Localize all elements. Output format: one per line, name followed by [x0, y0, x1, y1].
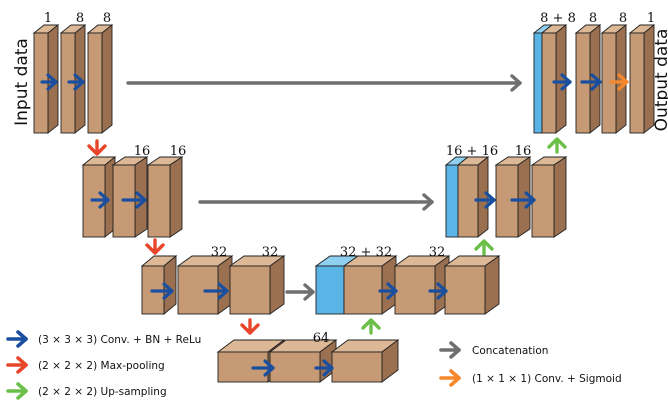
- conv-arrow: [150, 282, 174, 300]
- channel-label: 1: [44, 11, 52, 26]
- enc2-block-1: [81, 156, 117, 238]
- conv-arrow: [552, 73, 572, 91]
- up-arrow: [474, 239, 494, 256]
- dec2-concat-block: [444, 156, 490, 238]
- up-arrow: [361, 318, 381, 335]
- conv-arrow: [67, 73, 85, 91]
- legend-concat: Concatenation: [472, 345, 548, 357]
- channel-label: 8: [76, 11, 84, 26]
- pool-arrow: [240, 318, 260, 335]
- channel-label: 32: [262, 245, 279, 260]
- enc3-block-2: [176, 255, 234, 315]
- input-label: Input data: [12, 38, 32, 126]
- conv-arrow: [314, 359, 334, 377]
- pool-arrow: [145, 238, 165, 255]
- channel-label: 16: [134, 144, 151, 159]
- channel-label: 32 + 32: [340, 245, 392, 260]
- concat-arrow: [126, 74, 522, 92]
- dec1-block-3: [600, 24, 628, 134]
- final-arrow: [609, 73, 629, 91]
- dec2-block-3: [530, 156, 568, 238]
- channel-label: 8: [103, 11, 111, 26]
- dec3-block-3: [443, 255, 501, 315]
- dec3-concat-block: [314, 255, 398, 315]
- legend-conv: (3 × 3 × 3) Conv. + BN + ReLu: [38, 334, 201, 346]
- channel-label: 32: [211, 245, 228, 260]
- channel-label: 8: [619, 11, 627, 26]
- conv-arrow-icon: [6, 330, 28, 348]
- bott-block-3: [330, 339, 400, 383]
- channel-label: 64: [313, 331, 330, 346]
- bott-block-2: [268, 339, 338, 383]
- conv-arrow: [90, 191, 110, 209]
- dec1-block-4: [628, 24, 656, 134]
- pool-arrow: [87, 139, 107, 156]
- pool-arrow-icon: [6, 356, 28, 374]
- up-arrow: [547, 137, 567, 154]
- enc2-block-3: [146, 156, 184, 238]
- enc3-block-3: [228, 255, 286, 315]
- output-label: Output data: [652, 29, 668, 132]
- channel-label: 16 + 16: [446, 144, 498, 159]
- enc3-block-1: [140, 255, 178, 315]
- enc1-block-3: [86, 24, 114, 134]
- concat-arrow-icon: [439, 341, 461, 359]
- conv-arrow: [251, 359, 275, 377]
- channel-label: 16: [170, 144, 187, 159]
- dec1-concat-block: [532, 24, 568, 134]
- concat-arrow: [285, 283, 315, 301]
- channel-label: 8 + 8: [540, 11, 576, 26]
- final-arrow-icon: [439, 369, 461, 387]
- conv-arrow: [580, 73, 602, 91]
- dec2-block-2: [494, 156, 532, 238]
- channel-label: 16: [515, 144, 532, 159]
- channel-label: 1: [647, 11, 655, 26]
- conv-arrow: [40, 73, 58, 91]
- up-arrow-icon: [6, 382, 28, 400]
- concat-arrow: [198, 193, 434, 211]
- legend-final: (1 × 1 × 1) Conv. + Sigmoid: [472, 373, 622, 385]
- legend-pool: (2 × 2 × 2) Max-pooling: [38, 360, 165, 372]
- conv-arrow: [203, 282, 229, 300]
- legend-up: (2 × 2 × 2) Up-sampling: [38, 386, 167, 398]
- channel-label: 32: [429, 245, 446, 260]
- conv-arrow: [510, 191, 536, 209]
- conv-arrow: [121, 191, 147, 209]
- conv-arrow: [428, 282, 448, 300]
- conv-arrow: [474, 191, 496, 209]
- conv-arrow: [378, 282, 398, 300]
- channel-label: 8: [589, 11, 597, 26]
